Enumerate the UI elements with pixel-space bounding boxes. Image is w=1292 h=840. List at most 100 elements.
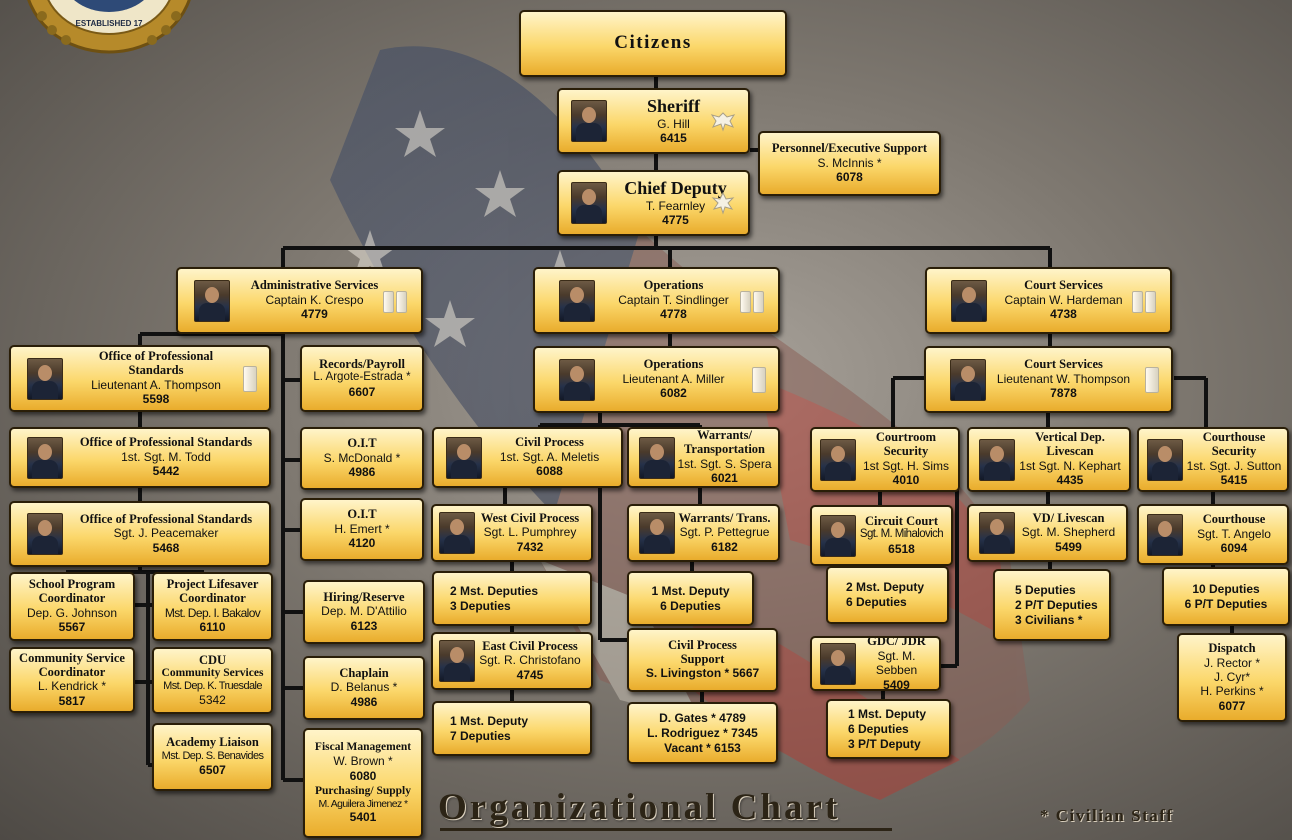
- courthouse-security-ext: 5415: [1220, 473, 1248, 488]
- warrants-trans-photo: [639, 512, 675, 554]
- community-service-ext: 5817: [58, 693, 86, 708]
- dispatch-ext: 6077: [1218, 698, 1246, 713]
- standards-1st-sgt-name: 1st. Sgt. M. Todd: [121, 449, 211, 464]
- standards-1st-sgt-photo: [27, 436, 63, 479]
- chaplain-ext: 4986: [350, 694, 378, 709]
- box-vertical-dep-livescan[interactable]: Vertical Dep. Livescan 1st Sgt. N. Kepha…: [967, 427, 1131, 492]
- circuit-court-name: Sgt. M. Mihalovich: [859, 528, 944, 541]
- courthouse-security-title1: Courthouse: [1202, 430, 1266, 445]
- lieutenant-bar-icon: [243, 365, 257, 392]
- admin-services-name: Captain K. Crespo: [265, 292, 364, 307]
- standards-lieutenant-ext: 5598: [142, 392, 170, 407]
- box-court-services-captain[interactable]: Court Services Captain W. Hardeman 4738: [925, 267, 1172, 334]
- community-service-title1: Community Service: [19, 650, 125, 665]
- sheriff-ext: 6415: [660, 130, 687, 145]
- box-warrants-transportation[interactable]: Warrants/ Transportation 1st. Sgt. S. Sp…: [627, 427, 780, 488]
- warrants-photo: [639, 436, 675, 479]
- box-administrative-services[interactable]: Administrative Services Captain K. Cresp…: [176, 267, 423, 334]
- box-hiring-reserve[interactable]: Hiring/Reserve Dep. M. D'Attilio 6123: [303, 580, 425, 644]
- box-circuit-staff[interactable]: 2 Mst. Deputy 6 Deputies: [826, 566, 949, 624]
- box-courthouse[interactable]: Courthouse Sgt. T. Angelo 6094: [1137, 504, 1289, 565]
- box-dispatch[interactable]: Dispatch J. Rector * J. Cyr* H. Perkins …: [1177, 633, 1287, 722]
- civil-support-staff-line: D. Gates * 4789: [659, 710, 746, 725]
- civil-support-staff-line: Vacant * 6153: [664, 740, 741, 755]
- box-courthouse-security[interactable]: Courthouse Security 1st. Sgt. J. Sutton …: [1137, 427, 1289, 492]
- courthouse-name: Sgt. T. Angelo: [1197, 526, 1271, 541]
- box-sheriff[interactable]: Sheriff G. Hill 6415: [557, 88, 750, 154]
- standards-1st-sgt-ext: 5442: [152, 464, 180, 479]
- warrants-name: 1st. Sgt. S. Spera: [677, 456, 772, 471]
- circuit-court-title: Circuit Court: [864, 513, 939, 528]
- box-warrants-trans[interactable]: Warrants/ Trans. Sgt. P. Pettegrue 6182: [627, 504, 780, 562]
- box-operations-lieutenant[interactable]: Operations Lieutenant A. Miller 6082: [533, 346, 780, 413]
- operations-captain-title: Operations: [643, 278, 704, 293]
- box-west-civil-staff[interactable]: 2 Mst. Deputies 3 Deputies: [432, 571, 592, 626]
- vertical-title1: Vertical Dep.: [1035, 430, 1105, 445]
- box-operations-captain[interactable]: Operations Captain T. Sindlinger 4778: [533, 267, 780, 334]
- box-east-civil-staff[interactable]: 1 Mst. Deputy 7 Deputies: [432, 701, 592, 756]
- box-cdu-community-services[interactable]: CDU Community Services Mst. Dep. K. True…: [152, 647, 273, 714]
- box-west-civil-process[interactable]: West Civil Process Sgt. L. Pumphrey 7432: [431, 504, 593, 562]
- box-civil-support-staff[interactable]: D. Gates * 4789 L. Rodriguez * 7345 Vaca…: [627, 702, 778, 764]
- warrants-ext: 6021: [711, 471, 738, 486]
- courthouse-staff-line: 10 Deputies: [1192, 581, 1260, 596]
- box-civil-process-support[interactable]: Civil Process Support S. Livingston * 56…: [627, 628, 778, 692]
- gdc-name: Sgt. M. Sebben: [875, 648, 918, 678]
- box-oit-2[interactable]: O.I.T H. Emert * 4120: [300, 498, 424, 561]
- box-warrants-staff[interactable]: 1 Mst. Deputy 6 Deputies: [627, 571, 754, 626]
- box-courtroom-security[interactable]: Courtroom Security 1st Sgt. H. Sims 4010: [810, 427, 960, 492]
- box-professional-standards-lieutenant[interactable]: Office of Professional Standards Lieuten…: [9, 345, 271, 412]
- gdc-photo: [820, 642, 856, 685]
- chief-deputy-ext: 4775: [662, 212, 689, 227]
- box-east-civil-process[interactable]: East Civil Process Sgt. R. Christofano 4…: [431, 632, 593, 690]
- box-vd-livescan[interactable]: VD/ Livescan Sgt. M. Shepherd 5499: [967, 504, 1128, 562]
- box-gdc-staff[interactable]: 1 Mst. Deputy 6 Deputies 3 P/T Deputy: [826, 699, 951, 759]
- box-community-service-coordinator[interactable]: Community Service Coordinator L. Kendric…: [9, 647, 135, 713]
- sheriff-name: G. Hill: [657, 116, 690, 131]
- sheriff-photo: [571, 100, 607, 142]
- captain-bars-icon: [738, 289, 766, 313]
- box-chaplain[interactable]: Chaplain D. Belanus * 4986: [303, 656, 425, 720]
- box-civil-process[interactable]: Civil Process 1st. Sgt. A. Meletis 6088: [432, 427, 623, 488]
- box-project-lifesaver[interactable]: Project Lifesaver Coordinator Mst. Dep. …: [152, 572, 273, 641]
- courthouse-staff-line: 6 P/T Deputies: [1184, 596, 1268, 611]
- circuit-staff-line: 6 Deputies: [846, 595, 907, 609]
- standards-sgt-ext: 5468: [152, 540, 180, 555]
- box-chief-deputy[interactable]: Chief Deputy T. Fearnley 4775: [557, 170, 750, 236]
- vd-livescan-photo: [979, 512, 1015, 554]
- box-oit-1[interactable]: O.I.T S. McDonald * 4986: [300, 427, 424, 490]
- standards-lieutenant-name: Lieutenant A. Thompson: [91, 377, 221, 392]
- purchasing-title: Purchasing/ Supply: [315, 784, 411, 797]
- operations-lieutenant-ext: 6082: [660, 386, 687, 401]
- east-civil-title: East Civil Process: [482, 638, 578, 653]
- box-gdc-jdr[interactable]: GDC/ JDR Sgt. M. Sebben 5409: [810, 636, 941, 691]
- vertical-name: 1st Sgt. N. Kephart: [1019, 458, 1121, 473]
- operations-captain-ext: 4778: [660, 307, 687, 322]
- box-circuit-court[interactable]: Circuit Court Sgt. M. Mihalovich 6518: [810, 505, 953, 566]
- box-citizens[interactable]: Citizens: [519, 10, 787, 77]
- warrants-trans-name: Sgt. P. Pettegrue: [679, 525, 770, 540]
- box-professional-standards-sgt[interactable]: Office of Professional Standards Sgt. J.…: [9, 501, 271, 567]
- box-vd-staff[interactable]: 5 Deputies 2 P/T Deputies 3 Civilians *: [993, 569, 1111, 641]
- courthouse-title: Courthouse: [1202, 512, 1266, 527]
- courtroom-title2: Security: [883, 444, 929, 459]
- box-school-program-coordinator[interactable]: School Program Coordinator Dep. G. Johns…: [9, 572, 135, 641]
- vertical-title2: Livescan: [1046, 444, 1094, 459]
- box-academy-liaison[interactable]: Academy Liaison Mst. Dep. S. Benavides 6…: [152, 723, 273, 791]
- box-personnel-executive-support[interactable]: Personnel/Executive Support S. McInnis *…: [758, 131, 941, 196]
- warrants-staff-line: 1 Mst. Deputy: [651, 583, 730, 598]
- box-records-payroll[interactable]: Records/Payroll L. Argote-Estrada * 6607: [300, 345, 424, 412]
- operations-lieutenant-photo: [559, 358, 595, 401]
- box-court-services-lieutenant[interactable]: Court Services Lieutenant W. Thompson 78…: [924, 346, 1173, 413]
- civil-support-title2: Support: [680, 651, 725, 666]
- box-fiscal-purchasing[interactable]: Fiscal Management W. Brown * 6080 Purcha…: [303, 728, 423, 838]
- west-civil-staff-line: 2 Mst. Deputies: [450, 583, 539, 598]
- court-services-captain-title: Court Services: [1024, 278, 1103, 293]
- civil-process-name: 1st. Sgt. A. Meletis: [499, 449, 600, 464]
- box-courthouse-staff[interactable]: 10 Deputies 6 P/T Deputies: [1162, 567, 1290, 626]
- box-professional-standards-1st-sgt[interactable]: Office of Professional Standards 1st. Sg…: [9, 427, 271, 488]
- court-services-captain-ext: 4738: [1050, 307, 1077, 322]
- admin-services-ext: 4779: [301, 307, 328, 322]
- admin-services-title: Administrative Services: [250, 278, 379, 293]
